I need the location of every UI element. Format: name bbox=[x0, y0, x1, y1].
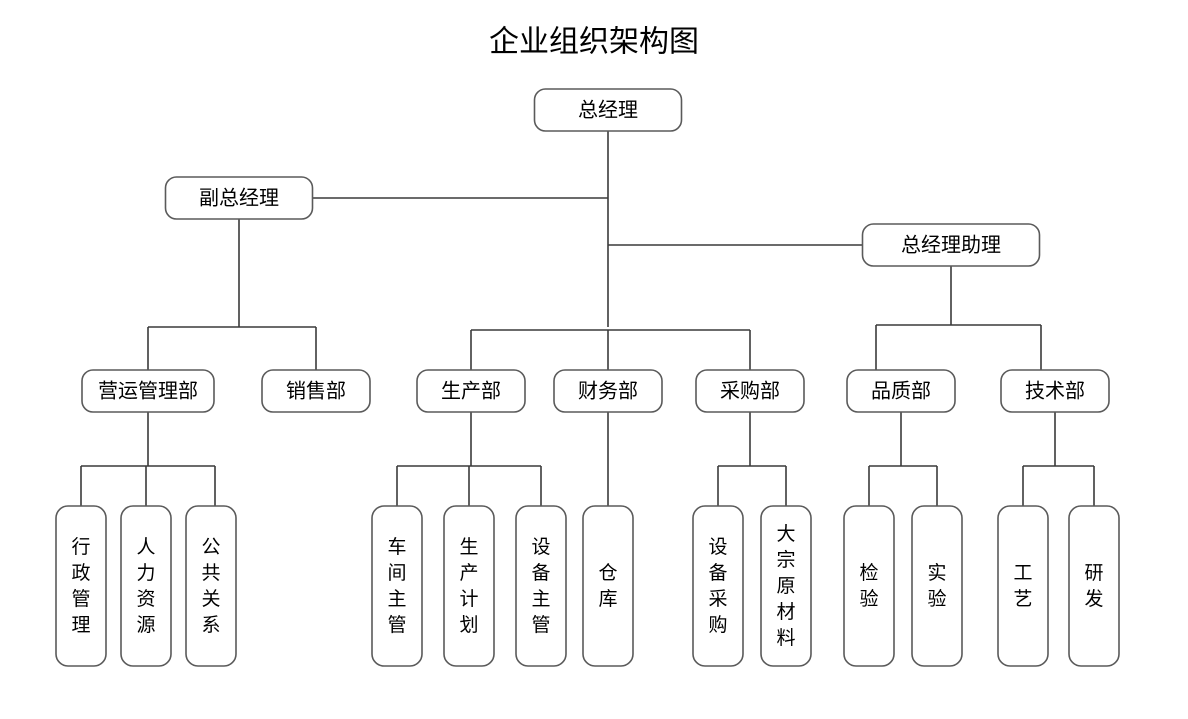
node-label: 生产计划 bbox=[459, 536, 478, 636]
node-box[interactable] bbox=[55, 505, 107, 667]
node-box[interactable] bbox=[443, 505, 495, 667]
node-label: 销售部 bbox=[286, 379, 346, 403]
org-node-equipsup[interactable]: 设备主管 bbox=[515, 505, 567, 667]
node-label: 财务部 bbox=[578, 379, 638, 403]
org-node-sales[interactable]: 销售部 bbox=[261, 369, 371, 413]
node-box[interactable] bbox=[695, 369, 805, 413]
org-node-prod[interactable]: 生产部 bbox=[416, 369, 526, 413]
connector-layer bbox=[80, 131, 1095, 506]
node-label: 检验 bbox=[859, 562, 878, 610]
org-node-fin[interactable]: 财务部 bbox=[553, 369, 663, 413]
node-label: 技术部 bbox=[1025, 379, 1085, 403]
node-box[interactable] bbox=[553, 369, 663, 413]
org-node-admin[interactable]: 行政管理 bbox=[55, 505, 107, 667]
org-node-pr[interactable]: 公共关系 bbox=[185, 505, 237, 667]
org-node-gma[interactable]: 总经理助理 bbox=[861, 223, 1041, 267]
node-box[interactable] bbox=[582, 505, 634, 667]
node-box[interactable] bbox=[120, 505, 172, 667]
org-node-qa[interactable]: 品质部 bbox=[846, 369, 956, 413]
org-node-craft[interactable]: 工艺 bbox=[997, 505, 1049, 667]
node-label: 总经理 bbox=[578, 98, 638, 122]
node-label: 采购部 bbox=[720, 379, 780, 403]
page-title: 企业组织架构图 bbox=[489, 25, 699, 60]
org-node-rnd[interactable]: 研发 bbox=[1068, 505, 1120, 667]
org-node-ops[interactable]: 营运管理部 bbox=[81, 369, 215, 413]
org-node-equipbuy[interactable]: 设备采购 bbox=[692, 505, 744, 667]
org-node-shopsup[interactable]: 车间主管 bbox=[371, 505, 423, 667]
node-label: 设备主管 bbox=[531, 536, 550, 636]
node-box[interactable] bbox=[997, 505, 1049, 667]
node-box[interactable] bbox=[1000, 369, 1110, 413]
node-label: 副总经理 bbox=[199, 186, 279, 210]
node-label: 车间主管 bbox=[387, 536, 406, 636]
node-box[interactable] bbox=[843, 505, 895, 667]
node-box[interactable] bbox=[515, 505, 567, 667]
node-box[interactable] bbox=[261, 369, 371, 413]
node-label: 大宗原材料 bbox=[776, 523, 795, 649]
org-node-ware[interactable]: 仓库 bbox=[582, 505, 634, 667]
node-label: 行政管理 bbox=[71, 536, 90, 636]
node-label: 仓库 bbox=[598, 562, 617, 610]
org-node-gm[interactable]: 总经理 bbox=[533, 88, 683, 132]
node-label: 总经理助理 bbox=[901, 233, 1001, 257]
node-label: 工艺 bbox=[1013, 562, 1032, 610]
org-node-lab[interactable]: 实验 bbox=[911, 505, 963, 667]
node-box[interactable] bbox=[416, 369, 526, 413]
node-box[interactable] bbox=[1068, 505, 1120, 667]
org-node-hr[interactable]: 人力资源 bbox=[120, 505, 172, 667]
node-box[interactable] bbox=[371, 505, 423, 667]
node-box[interactable] bbox=[846, 369, 956, 413]
node-label: 设备采购 bbox=[708, 536, 727, 636]
node-box[interactable] bbox=[692, 505, 744, 667]
node-label: 营运管理部 bbox=[98, 379, 198, 403]
node-label: 研发 bbox=[1084, 562, 1103, 610]
org-node-plan[interactable]: 生产计划 bbox=[443, 505, 495, 667]
node-box[interactable] bbox=[911, 505, 963, 667]
org-node-rawmat[interactable]: 大宗原材料 bbox=[760, 505, 812, 667]
node-label: 公共关系 bbox=[201, 536, 220, 636]
node-box[interactable] bbox=[861, 223, 1041, 267]
node-box[interactable] bbox=[185, 505, 237, 667]
node-box[interactable] bbox=[164, 176, 314, 220]
node-label: 生产部 bbox=[441, 379, 501, 403]
node-box[interactable] bbox=[81, 369, 215, 413]
node-label: 人力资源 bbox=[136, 536, 155, 636]
node-box[interactable] bbox=[533, 88, 683, 132]
node-label: 实验 bbox=[927, 562, 946, 610]
org-node-tech[interactable]: 技术部 bbox=[1000, 369, 1110, 413]
org-node-purch[interactable]: 采购部 bbox=[695, 369, 805, 413]
node-label: 品质部 bbox=[871, 379, 931, 403]
org-node-vgm[interactable]: 副总经理 bbox=[164, 176, 314, 220]
org-node-inspect[interactable]: 检验 bbox=[843, 505, 895, 667]
node-box[interactable] bbox=[760, 505, 812, 667]
